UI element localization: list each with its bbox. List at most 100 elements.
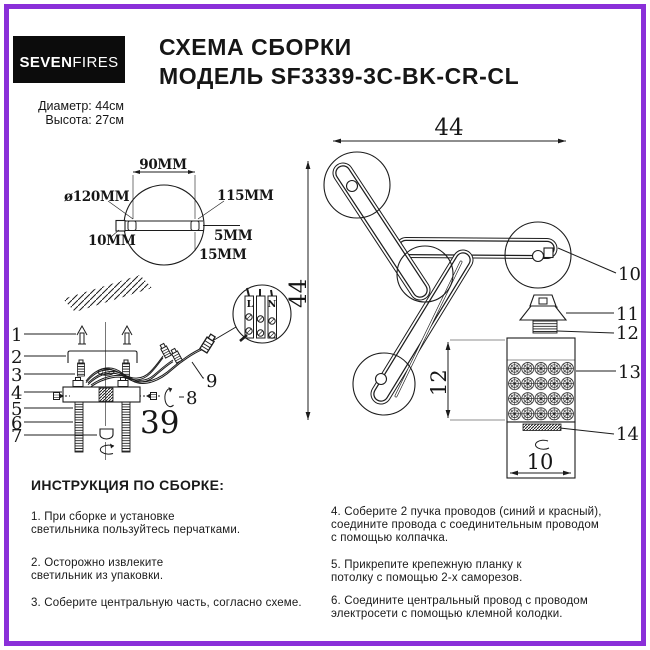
instructions-heading: ИНСТРУКЦИЯ ПО СБОРКЕ: [31,477,225,493]
terminal-strip-1 [244,295,254,339]
dim-15-label: 15MM [199,247,247,263]
instruction-step-4: 4. Соберите 2 пучка проводов (синий и кр… [331,506,602,544]
threaded-rod-right [121,401,131,453]
fixture-arm-upper-left [332,162,431,301]
brand-name-light: FIRES [72,54,119,71]
callout-1: 1 [11,325,22,346]
dim-115-label: 115MM [217,188,274,204]
threaded-rod-left [74,401,84,453]
callout-2: 2 [11,347,22,368]
dim-120-leader [107,200,134,220]
spec-height: Высота: 27см [45,112,124,127]
terminal-live-label: L [247,299,254,310]
title-line-1: СХЕМА СБОРКИ [159,34,352,60]
callout-14-leader [559,427,615,435]
callout-11: 11 [616,304,639,325]
plate-side-tab [115,219,126,232]
instruction-step-6: 6. Соедините центральный провод с провод… [331,595,588,620]
bubble-circle [232,284,292,344]
dim-115-leader [197,200,225,220]
crystal-grid [508,361,574,422]
plate-bolt-left [70,377,86,388]
dim-10-leader [110,229,120,238]
callout-4: 4 [11,383,22,404]
fixture-top-view: 44 44 [286,115,617,420]
wire-bundle [85,347,203,388]
wiring-detail-bubble: L N [213,284,292,344]
spec-summary: Диаметр: 44см Высота: 27см [18,99,124,127]
page-title: СХЕМА СБОРКИ МОДЕЛЬ SF3339-3C-BK-CR-CL [159,33,519,91]
fixture-arm-bottom [370,249,474,405]
terminal-connector [199,332,218,354]
callout-6: 6 [11,413,22,434]
callout-3: 3 [11,365,22,386]
dowel-anchor-left [76,325,88,345]
socket-cap-window [538,297,548,305]
callout-10: 10 [618,264,641,285]
shade-outline-right [504,221,572,289]
shade-detail: 12 10 [427,294,616,479]
finial-cap [99,428,114,440]
plate-bolt-right [115,377,131,388]
shade-lower-body [506,421,576,479]
callout-12: 12 [616,323,639,344]
dim-shade-width-label: 10 [527,450,554,474]
dim-shade-height-label: 12 [427,369,451,396]
terminal-neutral-label: N [268,299,277,310]
terminal-screws [245,313,276,339]
socket-cap [529,294,557,307]
shade-bottom-cap [522,423,562,431]
arm-screw-right [531,249,545,263]
dim-depth-label: 44 [286,279,312,308]
callout-9: 9 [206,371,217,392]
callout-12-leader [556,330,615,334]
mounting-plate-drawing: 90MM ø120MM 115MM 10MM 5MM 15MM [64,157,274,266]
arm-screw-upper-left [345,179,359,193]
instruction-step-3: 3. Соберите центральную часть, согласно … [31,597,302,609]
instruction-step-2: 2. Осторожно извлеките светильник из упа… [31,557,164,582]
dim-10-label: 10MM [88,233,136,249]
callout-7: 7 [11,426,22,447]
dim-5-label: 5MM [214,228,253,244]
arm-screw-bottom [374,372,388,386]
dowel-anchor-right [121,325,133,345]
brand-name-bold: SEVEN [19,54,73,71]
plate-center-block [98,387,114,402]
shade-outline-upper-left [323,151,391,219]
mounting-bracket [67,350,138,363]
socket-flange [518,305,568,321]
fixture-center-hub [396,245,454,303]
side-screw-right [139,392,157,400]
part-callouts: 1 2 3 4 5 6 7 8 9 10 11 12 13 14 [11,264,641,447]
instruction-step-1: 1. При сборке и установке светильника по… [31,511,241,536]
callout-8: 8 [186,388,197,409]
plate-slot-left [127,220,137,231]
mount-screw-left [77,359,85,377]
fixture-arm-right [395,237,558,259]
spec-diameter: Диаметр: 44см [38,99,124,113]
ceiling-hatch [63,275,152,312]
ceiling-mount-exploded: 39 [53,275,218,460]
shade-outline-bottom [352,352,416,416]
wire-connector-a [158,342,172,359]
rotate-hint-shade [535,439,550,450]
dim-90-label: 90MM [139,157,187,173]
wire-stub-bottom [239,334,248,342]
plate-crossbar [125,220,240,231]
callout-13: 13 [618,362,641,383]
bubble-leader [213,326,237,341]
plate-slot-right [190,220,200,231]
instruction-step-5: 5. Прикрепите крепежную планку к потолку… [331,559,523,584]
callout-14: 14 [616,424,639,445]
sheet-number: 39 [140,405,179,441]
rotate-hint-cap [99,444,115,455]
fixture-support-rod [394,260,463,398]
shade-clamp-right [543,247,554,259]
callout-10-leader [557,247,617,274]
dim-width-label: 44 [434,115,463,141]
rotate-hint-screw [164,388,174,408]
dim-120-label: ø120MM [64,189,130,205]
